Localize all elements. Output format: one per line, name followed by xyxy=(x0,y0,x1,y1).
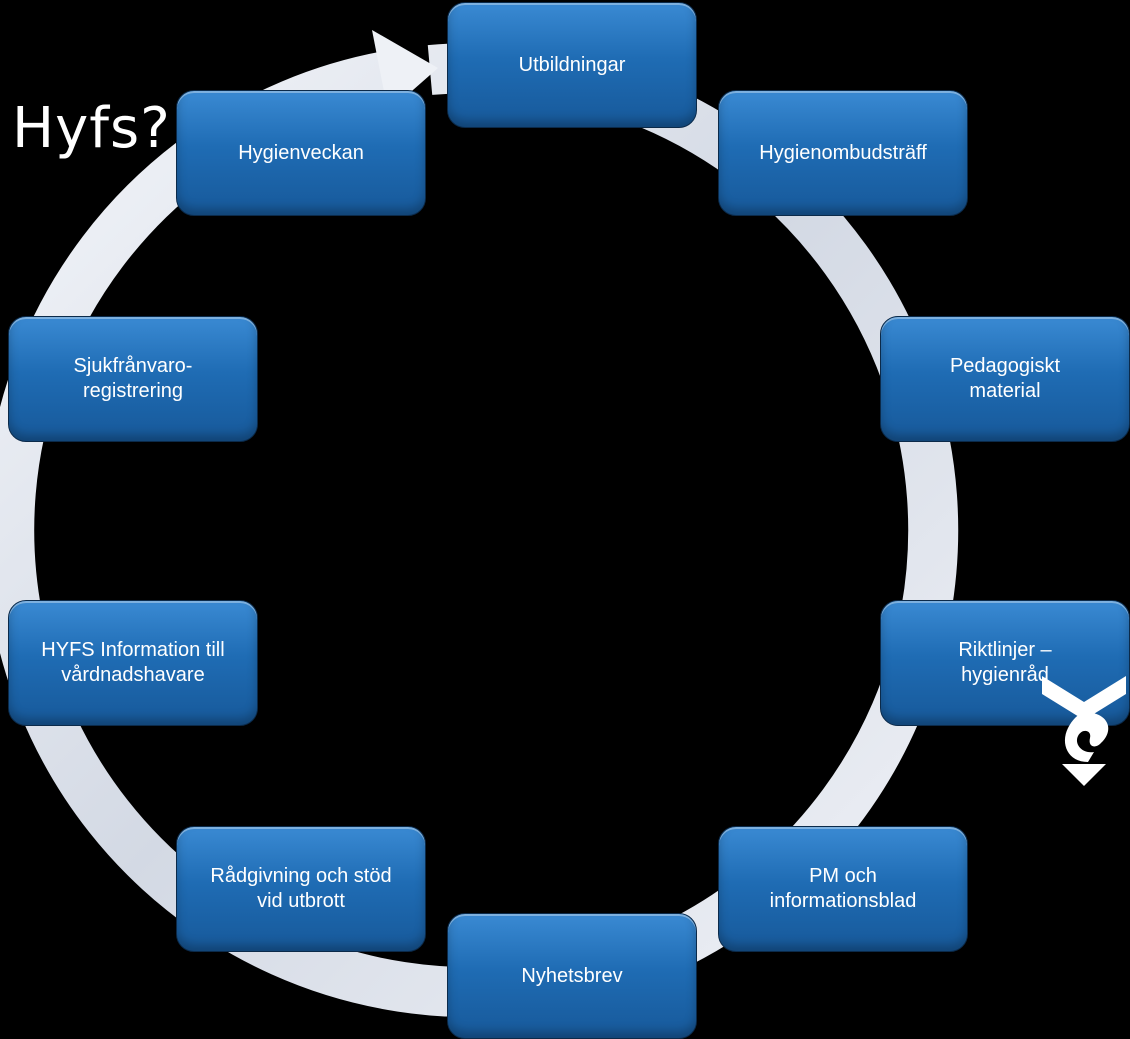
node-hygienveckan: Hygienveckan xyxy=(176,90,426,216)
node-pm-informationsblad: PM och informationsblad xyxy=(718,826,968,952)
gothenburg-logo-icon xyxy=(1042,676,1126,786)
node-hygienombudstraff: Hygienombudsträff xyxy=(718,90,968,216)
node-nyhetsbrev: Nyhetsbrev xyxy=(447,913,697,1039)
node-hyfs-information: HYFS Information till vårdnadshavare xyxy=(8,600,258,726)
node-pedagogiskt-material: Pedagogiskt material xyxy=(880,316,1130,442)
node-radgivning: Rådgivning och stöd vid utbrott xyxy=(176,826,426,952)
node-sjukfranvaro: Sjukfrånvaro- registrering xyxy=(8,316,258,442)
diagram-title: Hyfs? xyxy=(12,96,171,161)
node-utbildningar: Utbildningar xyxy=(447,2,697,128)
